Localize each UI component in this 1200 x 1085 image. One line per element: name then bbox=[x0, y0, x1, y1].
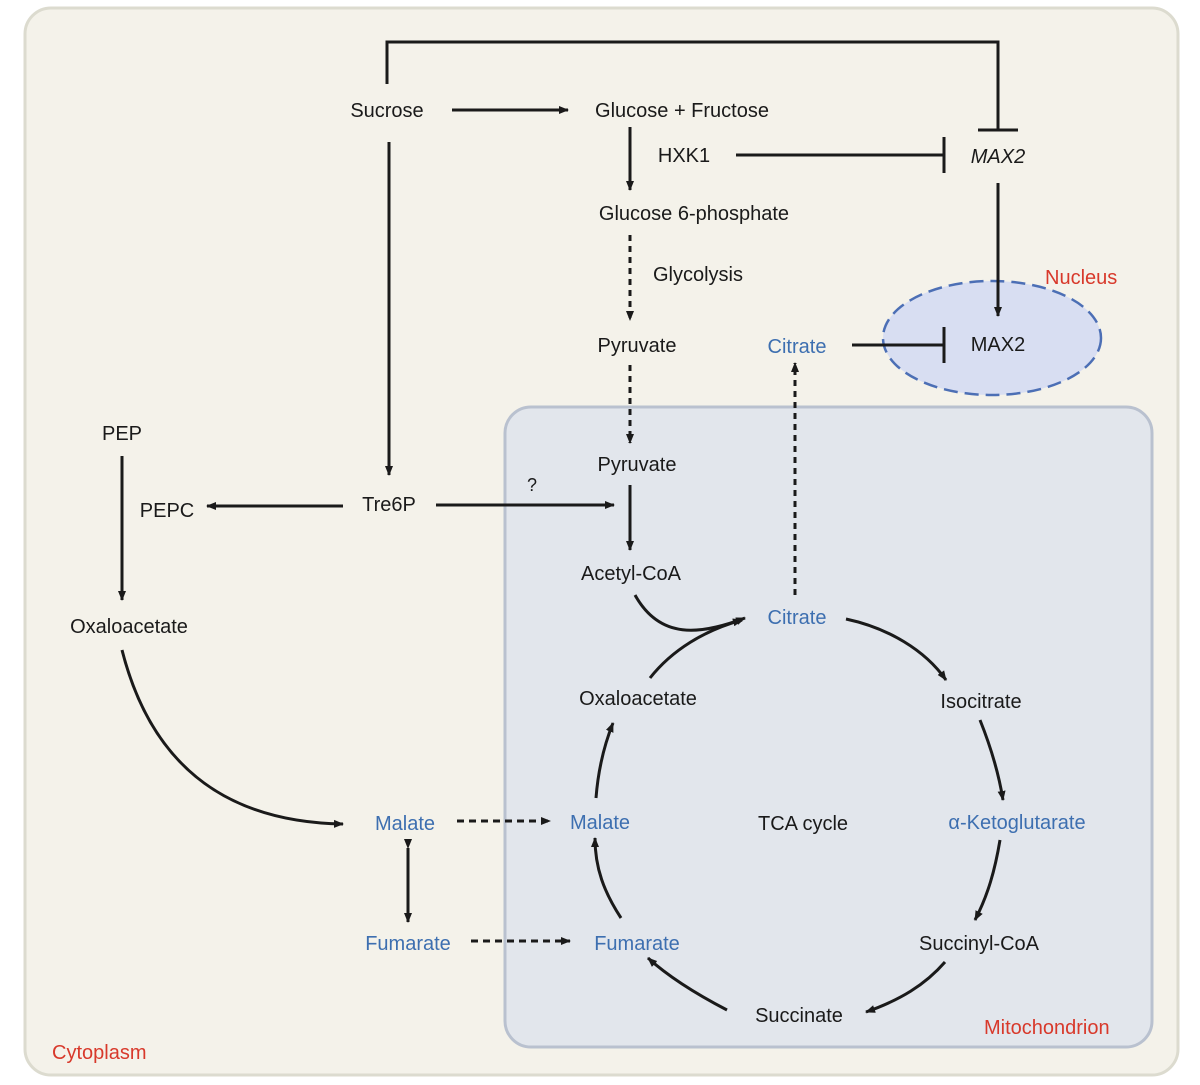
succinate-node: Succinate bbox=[755, 1005, 843, 1027]
malate-mitochondrion-node: Malate bbox=[569, 812, 631, 834]
succinylcoa-to-succinate-arrow bbox=[865, 961, 947, 1014]
glycolysis-label: Glycolysis bbox=[652, 264, 744, 286]
sucrose-inhibits-max2-line bbox=[385, 40, 1000, 130]
citrate-cytoplasm-node: Citrate bbox=[767, 336, 827, 358]
citrate-to-isocitrate-arrow bbox=[845, 617, 948, 681]
citrate-mitochondrion-node: Citrate bbox=[767, 607, 827, 629]
oxaloacetate-mitochondrion-node: Oxaloacetate bbox=[579, 688, 697, 710]
malate-cytoplasm-node: Malate bbox=[374, 813, 436, 835]
malate-to-oxaloacetate-arrow bbox=[594, 722, 615, 799]
fumarate-mitochondrion-node: Fumarate bbox=[594, 933, 680, 955]
oxaloacetate-to-citrate-arrow bbox=[648, 618, 743, 679]
pyruvate-mitochondrion-node: Pyruvate bbox=[597, 454, 677, 476]
nucleus-label: Nucleus bbox=[1045, 267, 1118, 289]
max2-protein-node: MAX2 bbox=[970, 334, 1026, 356]
oxaloacetate-cytoplasm-node: Oxaloacetate bbox=[70, 616, 188, 638]
tca-cycle-label: TCA cycle bbox=[757, 813, 849, 835]
pep-node: PEP bbox=[101, 423, 143, 445]
succinyl-coa-node: Succinyl-CoA bbox=[918, 933, 1040, 955]
cytoplasm-label: Cytoplasm bbox=[52, 1042, 147, 1064]
succinate-to-fumarate-arrow bbox=[646, 956, 728, 1012]
glucose-fructose-node: Glucose + Fructose bbox=[595, 100, 769, 122]
unknown-link-label: ? bbox=[526, 475, 538, 495]
alpha-ketoglutarate-node: α-Ketoglutarate bbox=[948, 812, 1086, 834]
isocitrate-node: Isocitrate bbox=[940, 691, 1022, 713]
pepc-node: PEPC bbox=[139, 500, 195, 522]
glucose-6-phosphate-node: Glucose 6-phosphate bbox=[598, 203, 790, 225]
nucleus-compartment bbox=[881, 279, 1103, 397]
fumarate-cytoplasm-node: Fumarate bbox=[365, 933, 451, 955]
tre6p-node: Tre6P bbox=[362, 494, 416, 516]
mitochondrion-label: Mitochondrion bbox=[984, 1017, 1110, 1039]
pyruvate-cytoplasm-node: Pyruvate bbox=[597, 335, 677, 357]
isocitrate-to-akg-arrow bbox=[978, 719, 1006, 801]
fumarate-to-malate-arrow bbox=[591, 837, 623, 919]
max2-gene-node: MAX2 bbox=[970, 146, 1026, 168]
acetyl-coa-node: Acetyl-CoA bbox=[580, 563, 682, 585]
hxk1-node: HXK1 bbox=[657, 145, 711, 167]
akg-to-succinylcoa-arrow bbox=[973, 839, 1002, 921]
oxaloacetate-to-malate-arrow bbox=[120, 649, 344, 828]
sucrose-node: Sucrose bbox=[350, 100, 424, 122]
